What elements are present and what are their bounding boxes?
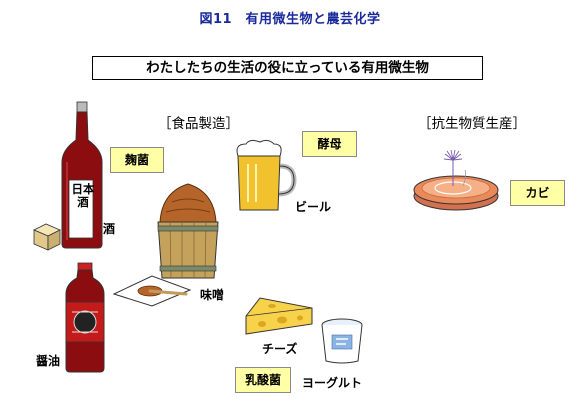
beer-mug-icon [236, 139, 297, 211]
miso-label: 味噌 [200, 288, 225, 302]
miso-barrel-icon [157, 183, 219, 279]
miso-plate-icon [112, 275, 192, 307]
soy-sauce-bottle-icon [65, 262, 105, 373]
sake-bottle-text: 日本酒 [71, 182, 95, 209]
koji-tag: 麹菌 [110, 147, 164, 173]
sake-bottle-icon [61, 101, 103, 249]
sake-cup-icon [33, 223, 61, 251]
subtitle-box: わたしたちの生活の役に立っている有用微生物 [92, 56, 483, 80]
yogurt-cup-icon [321, 318, 363, 364]
figure-title: 図11 有用微生物と農芸化学 [199, 12, 381, 27]
section-food-label: ［食品製造］ [158, 116, 239, 132]
cheese-label: チーズ [262, 342, 298, 356]
sake-label: 酒 [103, 222, 116, 236]
yeast-tag: 酵母 [302, 131, 357, 157]
yogurt-label: ヨーグルト [302, 376, 363, 390]
section-antibiotic-label: ［抗生物質生産］ [418, 116, 526, 132]
soy-sauce-label: 醤油 [36, 354, 61, 368]
beer-label: ビール [295, 200, 332, 214]
lactic-tag: 乳酸菌 [235, 367, 291, 393]
petri-dish-icon [413, 149, 499, 211]
mold-tag: カビ [510, 180, 565, 206]
cheese-icon [245, 297, 313, 335]
